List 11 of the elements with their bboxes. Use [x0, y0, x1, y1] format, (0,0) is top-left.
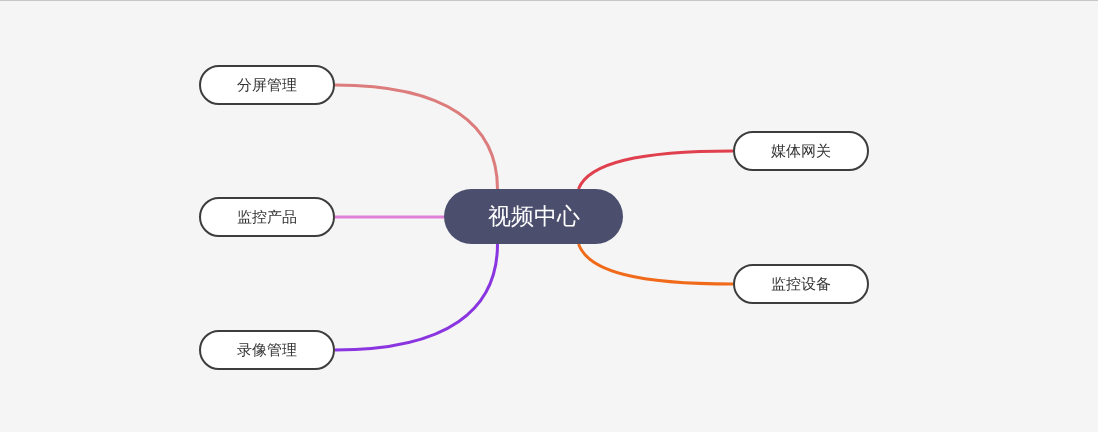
topic-box: 监控产品	[199, 197, 335, 237]
branch-line	[577, 243, 733, 286]
central-topic: 视频中心	[444, 189, 623, 244]
branch-line	[335, 215, 444, 219]
branch-line	[334, 243, 499, 352]
branch-line	[334, 83, 499, 190]
topic-box: 录像管理	[199, 330, 335, 370]
topic-box: 分屏管理	[199, 65, 335, 105]
branch-line	[577, 149, 733, 190]
topic-box: 监控设备	[733, 264, 869, 304]
topic-box: 媒体网关	[733, 131, 869, 171]
